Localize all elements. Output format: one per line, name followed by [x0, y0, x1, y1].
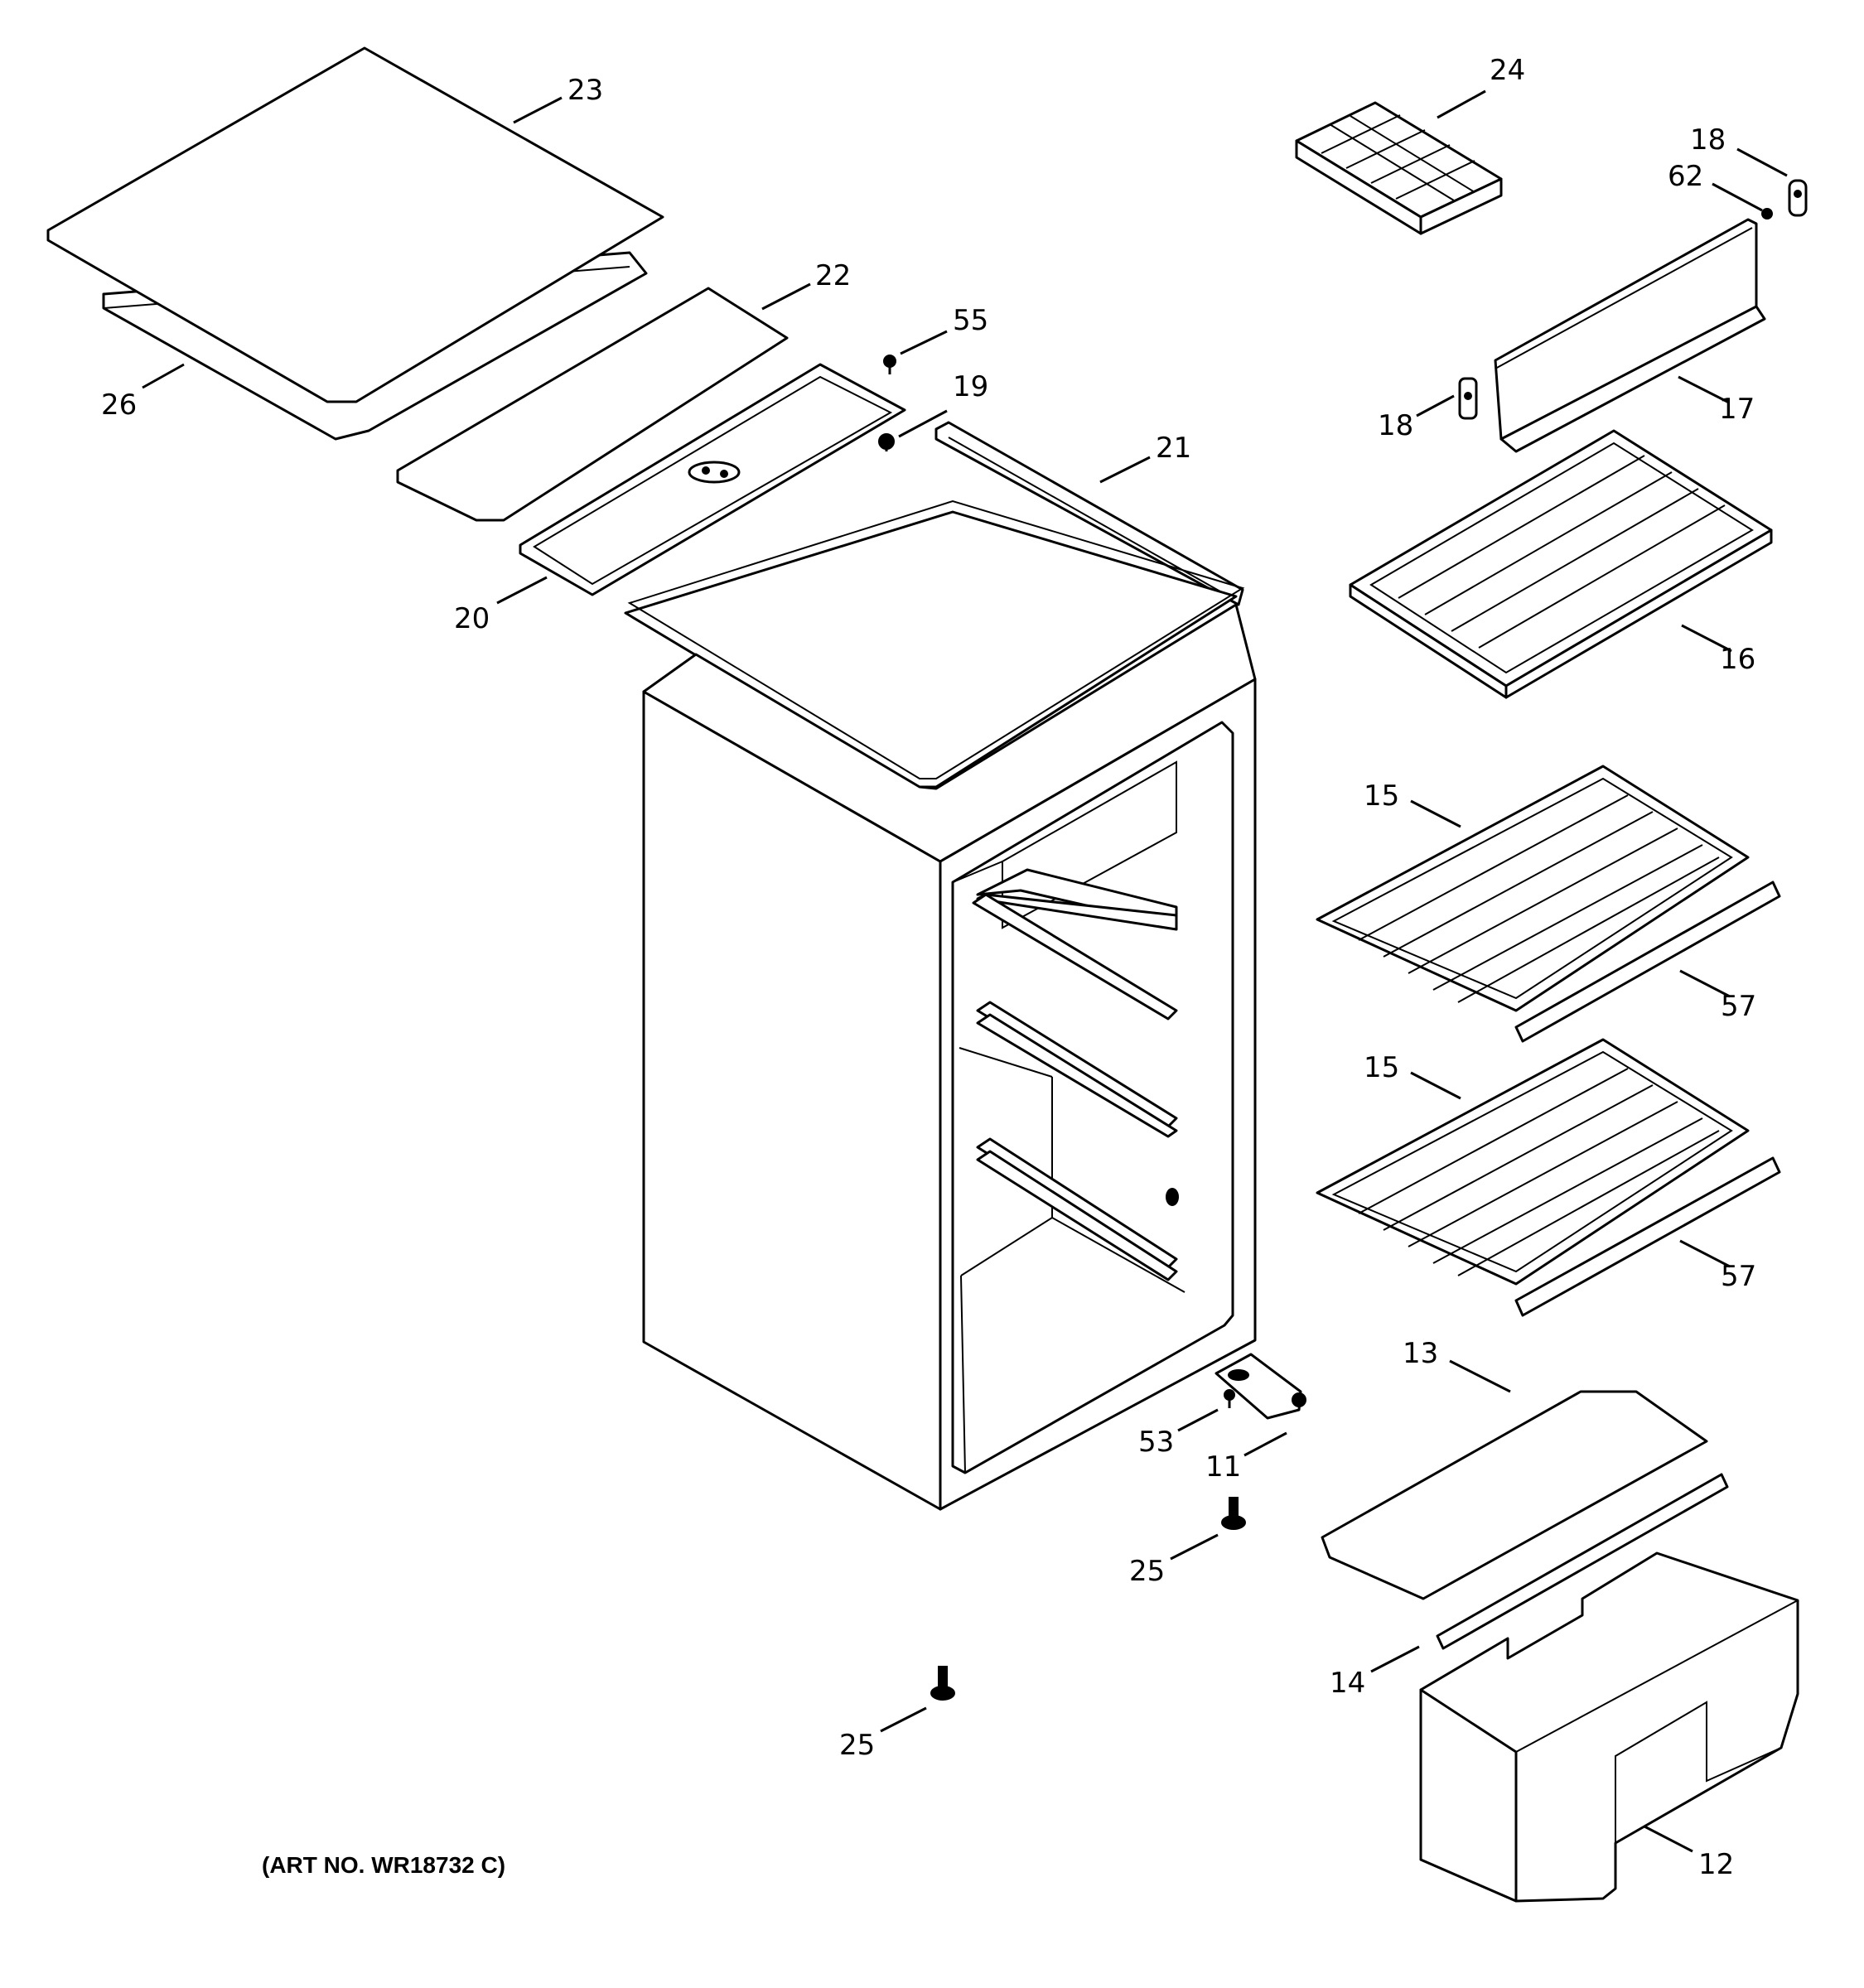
callout-25-lower: 25	[839, 1729, 875, 1762]
callout-20: 20	[454, 602, 490, 635]
leader-12	[1644, 1825, 1693, 1853]
part-16-freezer-shelf	[1349, 429, 1773, 699]
leader-lines	[142, 89, 1788, 1853]
part-62-screw	[1761, 208, 1773, 220]
callout-22: 22	[815, 259, 851, 292]
callout-14: 14	[1330, 1667, 1365, 1700]
callout-57-lower: 57	[1721, 1260, 1756, 1293]
leader-55	[900, 330, 948, 355]
callout-17: 17	[1719, 393, 1755, 426]
leader-24	[1437, 89, 1486, 119]
callout-57-upper: 57	[1721, 990, 1756, 1023]
part-11-hinge	[1214, 1353, 1306, 1420]
callout-24: 24	[1490, 54, 1525, 87]
part-15-shelf-lower	[1316, 1038, 1750, 1286]
leader-20	[496, 576, 548, 605]
part-14-cover-trim	[1436, 1473, 1729, 1650]
part-57-shelf-trim-lower	[1514, 1156, 1781, 1317]
callout-19: 19	[953, 370, 988, 403]
callout-11: 11	[1205, 1450, 1241, 1484]
callout-15-upper: 15	[1364, 779, 1399, 813]
art-number-caption: (ART NO. WR18732 C)	[262, 1852, 506, 1878]
leader-21	[1099, 456, 1151, 484]
callout-62: 62	[1668, 160, 1703, 193]
part-18-bracket-lower	[1458, 377, 1478, 420]
leader-18a	[1736, 147, 1788, 177]
part-53-screw	[1224, 1389, 1235, 1408]
leader-17	[1678, 375, 1730, 404]
leader-25b	[880, 1706, 927, 1733]
callout-16: 16	[1720, 643, 1755, 676]
part-17-rail	[1494, 218, 1766, 453]
leader-53	[1177, 1408, 1219, 1432]
leader-19	[898, 409, 948, 438]
part-24-ice-tray	[1295, 101, 1503, 235]
callout-53: 53	[1138, 1426, 1174, 1459]
leader-15b	[1410, 1071, 1461, 1100]
leader-26	[142, 363, 185, 389]
callout-21: 21	[1156, 432, 1191, 465]
callout-18-upper: 18	[1690, 123, 1726, 157]
refrigerator-cabinet	[624, 499, 1257, 1511]
leader-16	[1681, 624, 1732, 653]
part-20-light-housing	[519, 363, 906, 596]
leader-15a	[1410, 799, 1461, 828]
callout-23: 23	[567, 74, 603, 107]
part-23-top-cover	[46, 46, 664, 403]
part-13-crisper-cover	[1321, 1390, 1708, 1600]
callout-15-lower: 15	[1364, 1051, 1399, 1084]
part-22-insulation-panel	[396, 287, 789, 522]
leader-23	[513, 96, 563, 124]
part-12-crisper-drawer	[1419, 1551, 1799, 1903]
part-57-shelf-trim-upper	[1514, 881, 1781, 1043]
part-55-screw	[883, 355, 896, 374]
callout-26: 26	[101, 388, 137, 422]
callout-12: 12	[1698, 1848, 1734, 1881]
leader-18b	[1416, 394, 1455, 417]
part-19-plug	[878, 433, 895, 451]
part-18-bracket-upper	[1788, 179, 1808, 217]
leader-57b	[1679, 1239, 1731, 1268]
leader-57a	[1679, 969, 1731, 998]
leader-14	[1370, 1645, 1420, 1673]
leader-22	[761, 282, 811, 311]
leader-13	[1449, 1359, 1511, 1393]
part-25-leveling-leg-lower	[930, 1666, 955, 1701]
callout-labels: 23 26 22 55 19 21 20 24 18 62 18 17 16 1…	[101, 54, 1756, 1881]
part-25-leveling-leg-upper	[1221, 1497, 1246, 1530]
callout-18-lower: 18	[1378, 409, 1413, 442]
callout-25-upper: 25	[1129, 1555, 1165, 1588]
leader-11	[1243, 1431, 1287, 1457]
callout-55: 55	[953, 304, 988, 337]
part-15-shelf-upper	[1316, 765, 1750, 1012]
callout-13: 13	[1403, 1337, 1438, 1370]
leader-62	[1712, 182, 1763, 212]
leader-25a	[1170, 1533, 1219, 1561]
